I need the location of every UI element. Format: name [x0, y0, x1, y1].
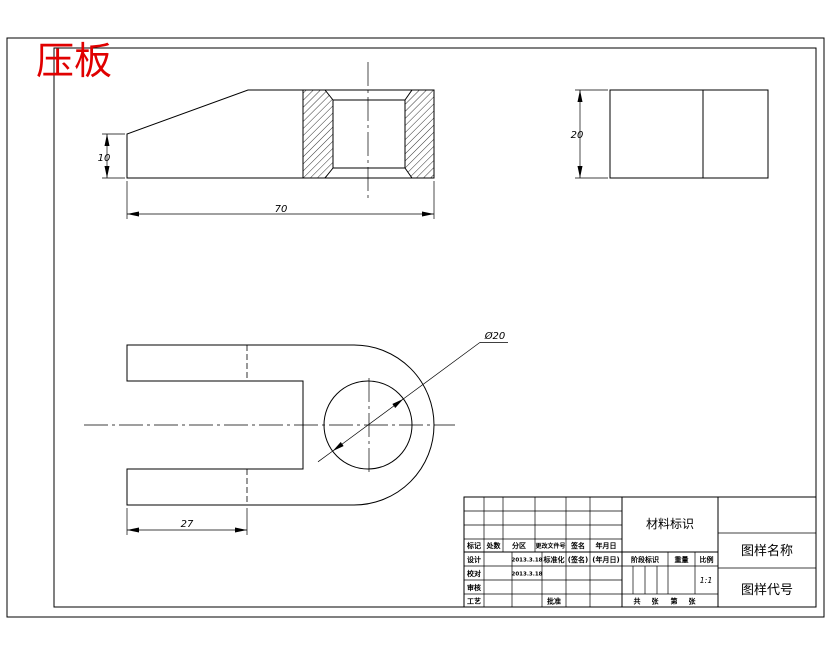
dim-hole-text: Ø20 [484, 330, 506, 342]
stage-id-label: 阶段标识 [631, 555, 659, 564]
material-id: 材料标识 [646, 517, 694, 531]
approval-label: 批准 [547, 597, 561, 606]
check-label: 校对 [467, 569, 481, 578]
title-block: 标记 处数 分区 更改文件号 签名 年月日 设计 2013.3.18 标准化 (… [463, 496, 817, 608]
header-change-doc: 更改文件号 [535, 542, 565, 550]
section-hatch-left [302, 89, 334, 179]
sheet-current-prefix: 第 [671, 597, 678, 606]
header-signature: 签名 [570, 541, 585, 550]
plan-view-outline [126, 344, 435, 506]
header-mark: 标记 [466, 541, 481, 550]
drawing-frame [53, 47, 817, 608]
dim-height-text: 10 [98, 153, 111, 164]
dim-length-text: 70 [275, 204, 288, 215]
dim-hole-leader [403, 342, 481, 400]
scale-label: 比例 [700, 555, 714, 564]
plan-view: Ø20 27 [84, 330, 508, 535]
standardization-label: 标准化 [543, 555, 565, 564]
sheet-current-suffix: 张 [689, 597, 697, 606]
design-label: 设计 [467, 555, 481, 564]
section-hatch-right [404, 89, 435, 179]
header-date: 年月日 [596, 541, 617, 550]
sheet-total-suffix: 张 [652, 597, 660, 606]
front-view: 10 70 [98, 62, 435, 219]
process-label: 工艺 [467, 597, 481, 606]
drawing-title: 压板 [36, 39, 112, 83]
scale-value: 1:1 [700, 576, 713, 585]
dim-hole-line [332, 398, 404, 452]
sheet-total-prefix: 共 [634, 597, 641, 606]
signature-placeholder: (签名) [568, 555, 588, 564]
drawing-code: 图样代号 [741, 583, 793, 598]
design-date: 2013.3.18 [512, 558, 543, 564]
outer-border [6, 37, 825, 618]
weight-label: 重量 [675, 555, 689, 564]
side-view-outline [609, 89, 769, 179]
check-date: 2013.3.18 [512, 572, 543, 578]
header-zone: 分区 [512, 541, 526, 550]
dim-thickness-text: 20 [571, 130, 584, 141]
header-count: 处数 [486, 541, 502, 550]
dim-slot-text: 27 [181, 519, 194, 530]
side-view: 20 [571, 89, 769, 179]
drawing-name: 图样名称 [741, 543, 793, 559]
review-label: 审核 [467, 583, 481, 592]
date-placeholder: (年月日) [592, 555, 619, 564]
dim-hole-tail [317, 450, 333, 463]
